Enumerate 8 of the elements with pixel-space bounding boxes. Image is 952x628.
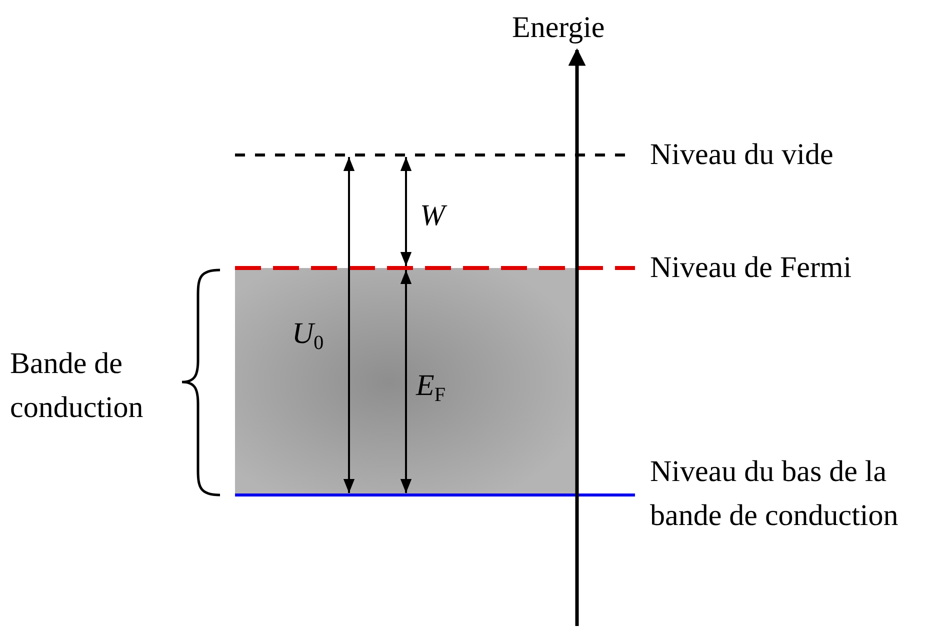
quantity-label: E$_{F}$ <box>416 368 446 408</box>
level-label: Niveau du vide <box>650 137 834 173</box>
level-label: Niveau du bas de la bande de conduction <box>650 454 900 534</box>
quantity-label: W <box>420 194 460 238</box>
quantity-label: U$_{0}$ <box>292 316 325 356</box>
level-label: Niveau de Fermi <box>650 250 853 286</box>
axis-label: Energie <box>512 10 606 46</box>
band-label: Bande de conduction <box>10 346 144 426</box>
